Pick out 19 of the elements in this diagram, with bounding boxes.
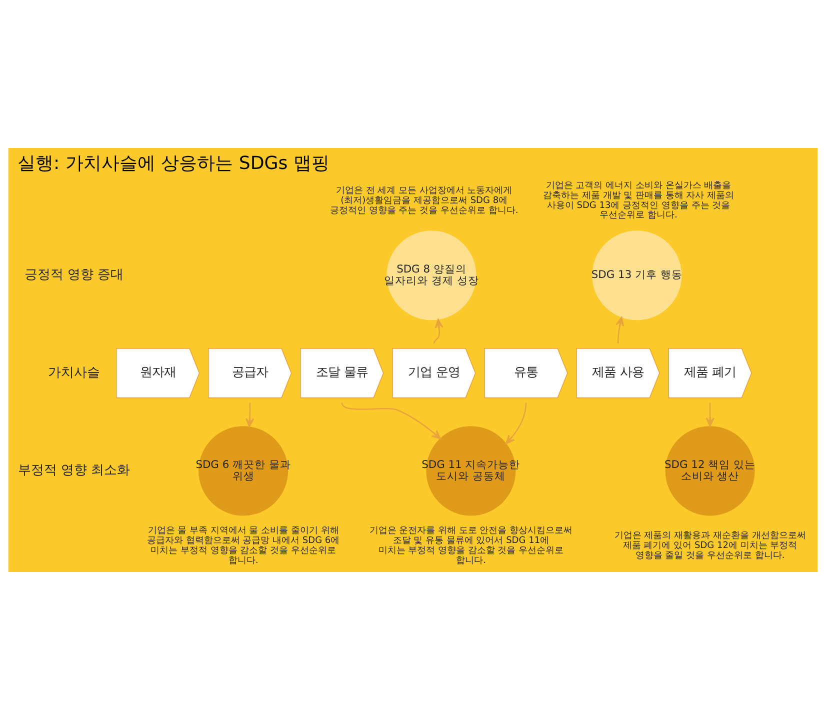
node-label: 기업은 운전자를 위해 도로 안전을 향상시킴으로써 조달 및 유통 물류에 있어서 SDG 11에 미치는 부정적 영향을 감소할 것을 우선순위로 합니다.: [369, 526, 573, 566]
node-label: 기업은 제품의 재활용과 재순환을 개선함으로써 제품 폐기에 있어 SDG 12에 미치는 부정적 영향을 줄일 것을 우선순위로 합니다.: [614, 531, 806, 561]
label: 부정적 영향 최소화: [18, 463, 130, 478]
node-label: 기업은 물 부족 지역에서 물 소비를 줄이기 위해 공급자와 협력함으로써 공급망 내에서 SDG 6에 미치는 부정적 영향을 감소할 것을 우선순위로 합니다.: [146, 526, 340, 566]
node-label: 기업은 전 세계 모든 사업장에서 노동자에게 (최저)생활임금을 제공함으로써 SDG 8에 긍정적인 영향을 주는 것을 우선순위로 합니다.: [330, 186, 518, 216]
arrow: [433, 318, 444, 344]
node-circle: SDG 12 책임 있는 소비와 생산: [665, 426, 755, 516]
node-circle: SDG 13 기후 행동: [592, 230, 682, 320]
arrow: [616, 316, 624, 344]
arrow: [341, 402, 442, 440]
arrow: [505, 402, 527, 444]
label: 가치사슬: [48, 365, 100, 380]
diagram-title: 실행: 가치사슬에 상응하는 SDGs 맵핑: [18, 153, 330, 174]
arrow: [245, 402, 254, 428]
label: 긍정적 영향 증대: [24, 267, 124, 282]
node-label: 기업은 고객의 에너지 소비와 온실가스 배출을 감축하는 제품 개발 및 판매를 통해 자사 제품의 사용이 SDG 13에 긍정적인 영향을 주는 것을 우선순위로 합니다.: [543, 181, 734, 221]
node-circle: SDG 6 깨끗한 물과 위생: [198, 426, 288, 516]
arrow: [706, 402, 714, 427]
node-circle: SDG 8 양질의 일자리와 경제 성장: [386, 230, 476, 320]
